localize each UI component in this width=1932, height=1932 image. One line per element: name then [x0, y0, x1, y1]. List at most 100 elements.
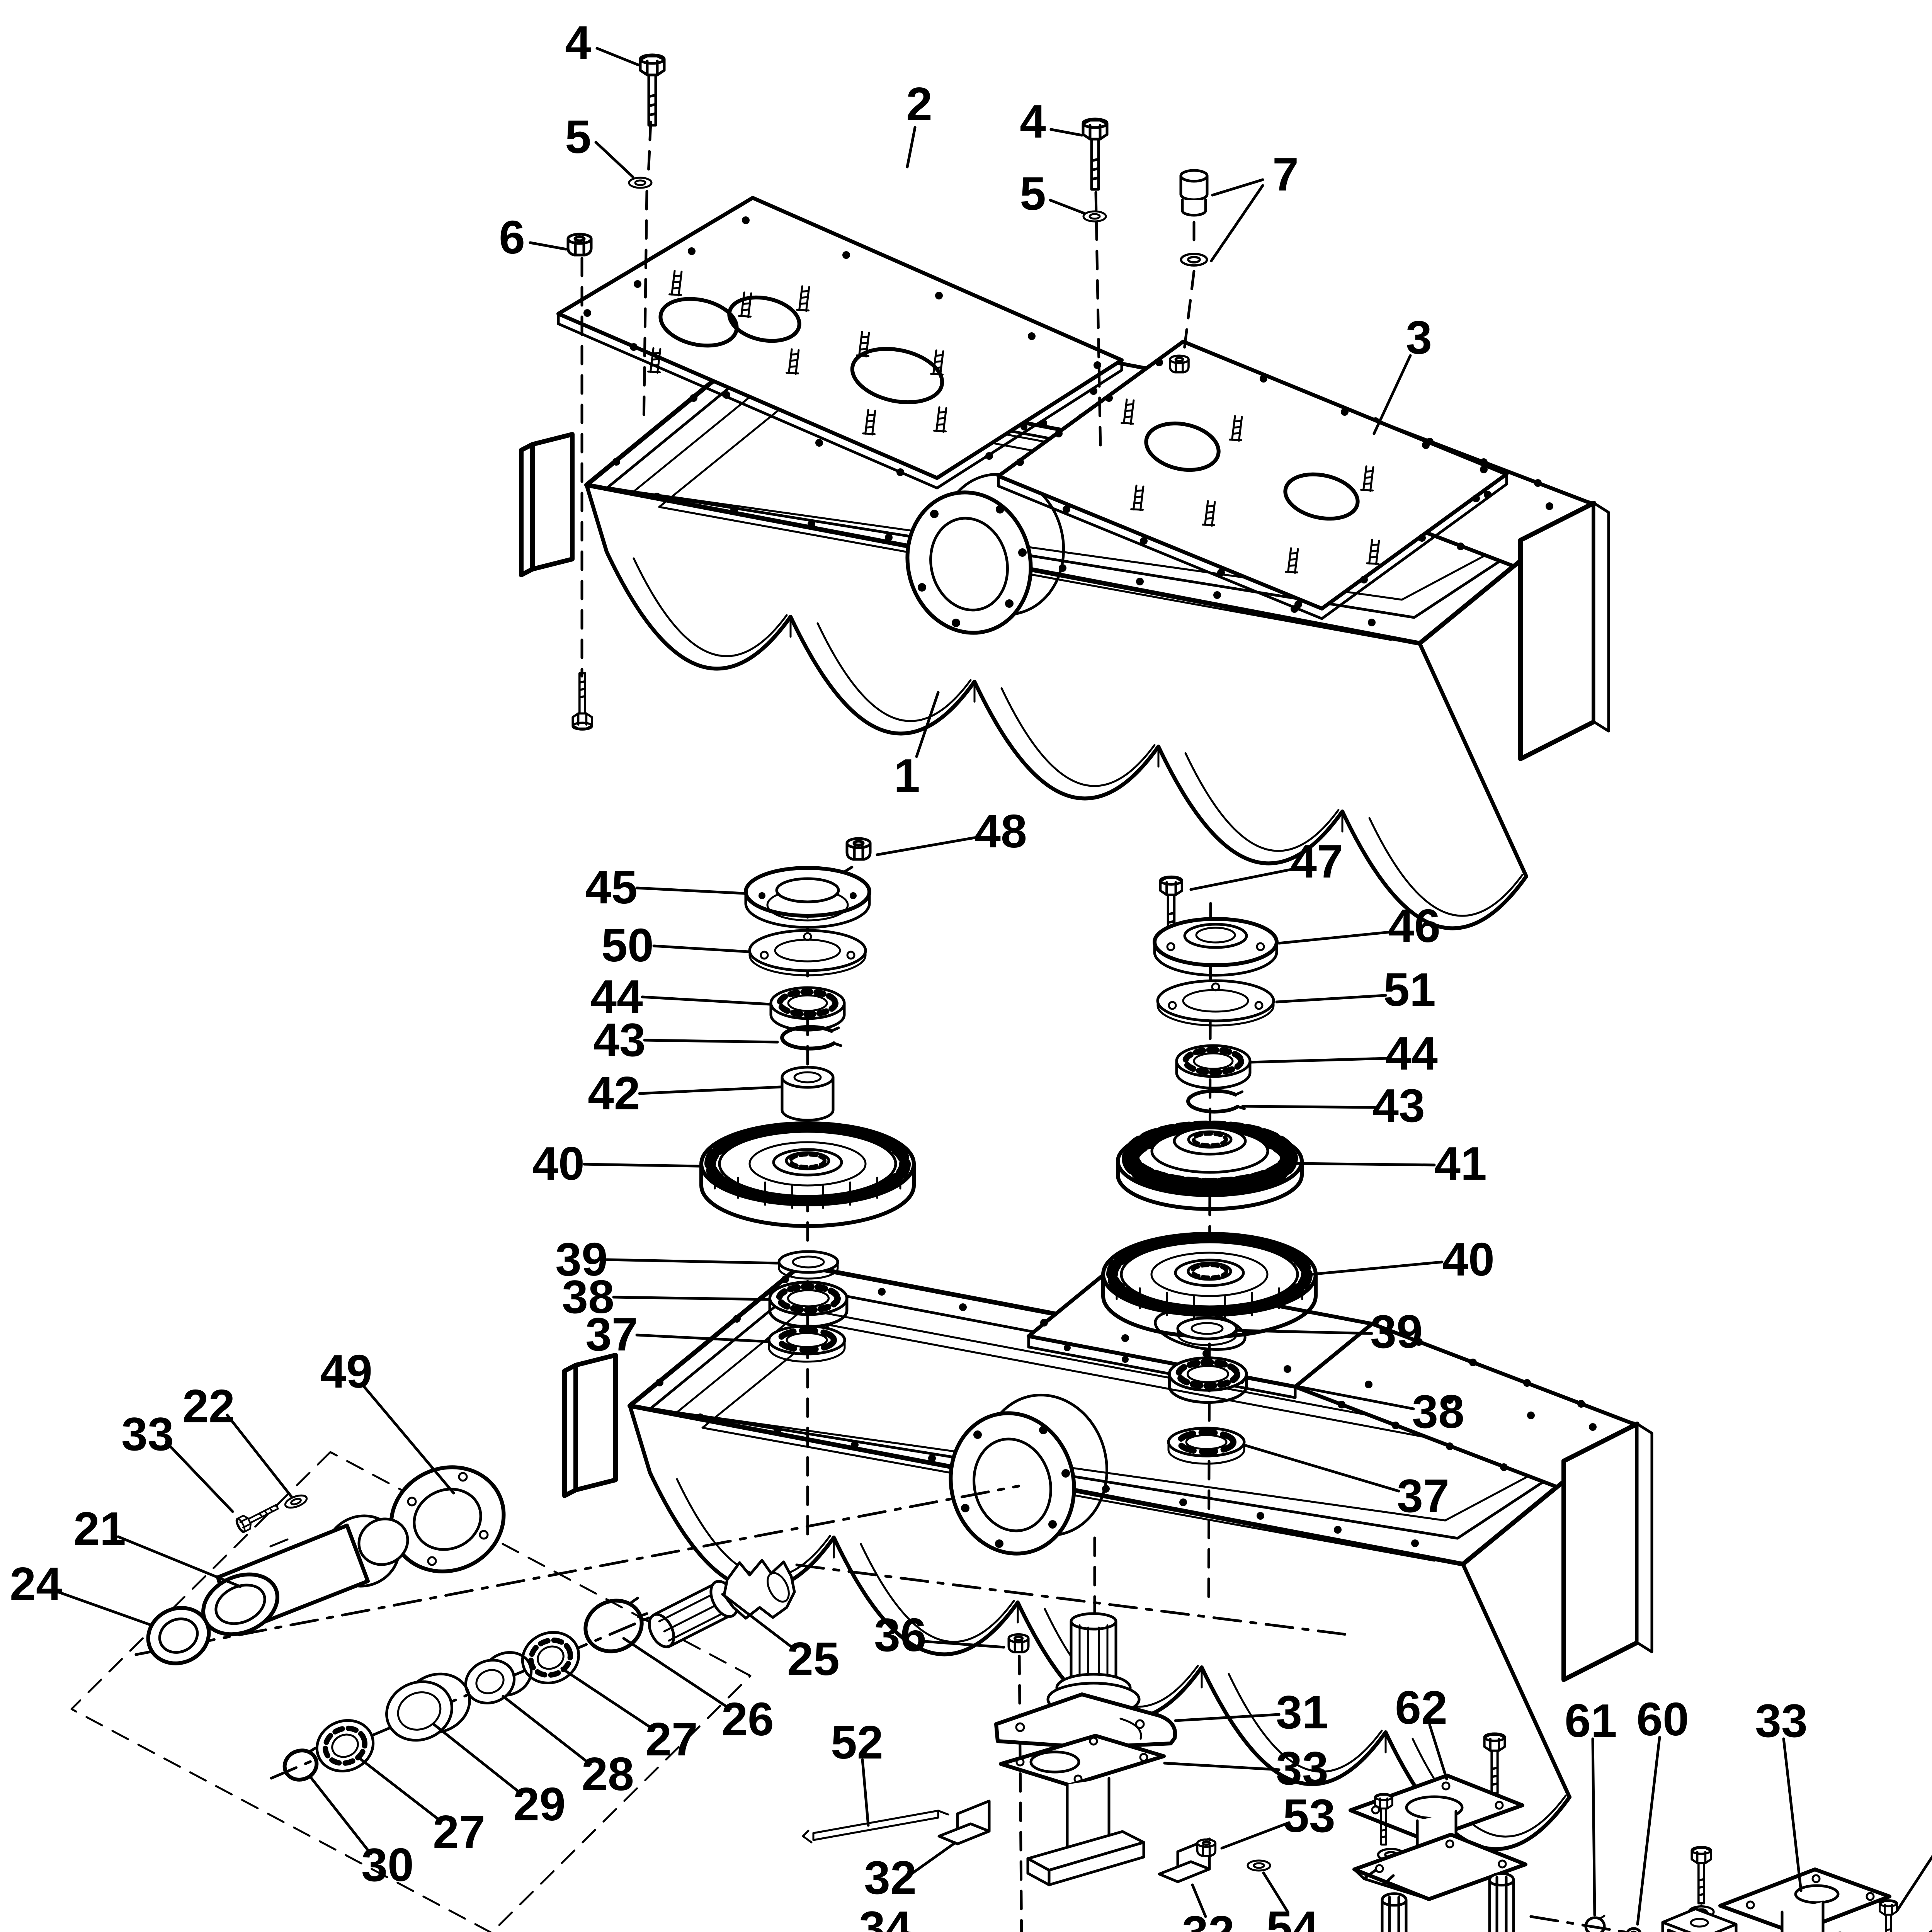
part-30-snap-ring-small: [282, 1747, 319, 1782]
part-label-41: 41: [1434, 1137, 1487, 1190]
part-label-29: 29: [513, 1778, 566, 1830]
part-label-28: 28: [582, 1748, 634, 1800]
part-31-base-channel: [1026, 1830, 1145, 1886]
part-6-nut: [568, 234, 591, 255]
part-44-bearing-right: [1177, 1046, 1250, 1088]
part-label-60: 60: [1636, 1693, 1689, 1745]
part-label-49: 49: [320, 1345, 372, 1398]
part-label-22: 22: [182, 1380, 235, 1432]
part-label-1: 1: [894, 749, 920, 802]
part-41-bevel-gear: [1118, 1127, 1302, 1209]
part-label-45: 45: [585, 861, 638, 913]
part-label-32-a: 32: [864, 1851, 917, 1904]
part-51-gasket: [1158, 981, 1274, 1026]
part-label-25: 25: [787, 1633, 840, 1685]
part-label-30: 30: [361, 1838, 414, 1891]
part-label-47: 47: [1291, 835, 1343, 888]
part-46-bearing-cover: [1155, 919, 1277, 975]
part-label-43-right: 43: [1372, 1079, 1425, 1132]
part-label-53: 53: [1283, 1789, 1335, 1842]
part-label-37-left: 37: [585, 1308, 638, 1361]
part-label-27-b: 27: [645, 1713, 698, 1765]
part-label-27-a: 27: [433, 1806, 485, 1858]
part-21-bearing-housing: [201, 1514, 409, 1636]
part-label-4-b: 4: [1020, 95, 1046, 148]
diagram-line-art: [53, 47, 1932, 1932]
part-label-44-left: 44: [590, 970, 643, 1023]
part-26-snap-ring: [583, 1597, 648, 1653]
leader-lines-left-stack: [583, 886, 782, 1343]
part-3-cover-plate: [997, 340, 1509, 620]
part-label-3: 3: [1406, 311, 1432, 364]
part-49-flange-ring: [389, 1465, 506, 1573]
part-4-bolt-lower-left: [573, 673, 592, 730]
part-52-rod: [802, 1810, 949, 1844]
part-label-40-left: 40: [532, 1137, 585, 1190]
part-label-33-center: 33: [1276, 1742, 1328, 1794]
part-label-4-a: 4: [565, 16, 591, 69]
part-54-washer: [1248, 1861, 1270, 1871]
part-label-38-right: 38: [1412, 1385, 1464, 1438]
part-label-50: 50: [601, 919, 654, 971]
part-label-26: 26: [721, 1693, 774, 1745]
part-label-32-b: 32: [1182, 1906, 1235, 1932]
part-label-6: 6: [499, 211, 525, 264]
part-label-62: 62: [1395, 1681, 1447, 1734]
part-53-nut: [1197, 1840, 1216, 1856]
part-43-circlip-right: [1188, 1091, 1245, 1112]
part-7-plug-and-washer: [1170, 169, 1209, 372]
part-4-bolt-top-left: [640, 55, 664, 125]
part-label-43-left: 43: [593, 1014, 646, 1066]
part-33-plate-right-assembly: [1663, 1847, 1891, 1932]
part-label-39-left: 39: [555, 1233, 608, 1286]
part-24-seal: [146, 1606, 211, 1665]
part-4-bolt-top-right: [1083, 119, 1107, 189]
leader-lines-left-assembly: [53, 1384, 796, 1855]
part-label-44-right: 44: [1385, 1027, 1438, 1080]
leader-lines-right-stack: [1189, 867, 1444, 1493]
part-label-33-right: 33: [1755, 1694, 1808, 1747]
assembly-dashed-lines-top: [580, 121, 1196, 678]
part-label-31: 31: [1276, 1686, 1328, 1738]
part-label-51: 51: [1383, 963, 1436, 1016]
part-label-48: 48: [975, 805, 1027, 857]
callout-labels: 4 5 6 2 4 5 7 3 1 48 45 50 44 43 42 40 3…: [10, 16, 1808, 1932]
part-label-34: 34: [859, 1901, 912, 1932]
part-27-bearing-a: [315, 1719, 375, 1772]
part-42-spacer-bush: [782, 1067, 833, 1120]
part-label-5-b: 5: [1020, 167, 1046, 220]
part-label-39-right: 39: [1370, 1305, 1423, 1358]
part-label-40-right: 40: [1442, 1233, 1495, 1286]
part-label-2: 2: [906, 78, 932, 130]
part-61-clip: [1584, 1915, 1606, 1932]
part-label-36: 36: [874, 1609, 927, 1661]
part-label-24: 24: [10, 1558, 62, 1610]
part-32-bracket-left: [939, 1801, 989, 1844]
part-2-cover-plate: [556, 196, 1124, 490]
leader-lines-center: [861, 1639, 1291, 1932]
part-62-bracket-assembly: [1349, 1734, 1527, 1932]
part-33-plate-center: [999, 1734, 1166, 1787]
part-31-spindle: [994, 1612, 1177, 1749]
part-label-42: 42: [588, 1067, 640, 1119]
part-label-61: 61: [1565, 1694, 1617, 1747]
part-label-21: 21: [73, 1502, 126, 1555]
part-33-bolt-left: [235, 1500, 281, 1533]
part-50-gasket: [750, 930, 866, 975]
leader-lines-right: [1428, 1723, 1932, 1932]
leader-lines-top: [529, 47, 1412, 856]
part-label-46: 46: [1388, 900, 1440, 952]
part-60-washer: [1626, 1927, 1641, 1932]
part-label-38-left: 38: [562, 1270, 614, 1323]
assembly-dashed-lines-center: [1018, 1536, 1096, 1932]
part-label-37-right: 37: [1397, 1469, 1449, 1522]
part-5-washer-top-left: [629, 178, 651, 188]
part-48-nut: [847, 838, 870, 859]
part-36-nut: [1009, 1634, 1029, 1652]
part-label-7: 7: [1272, 148, 1299, 201]
part-25-pinion-shaft: [648, 1559, 796, 1648]
part-29-bushing: [385, 1672, 471, 1742]
part-label-33-left: 33: [121, 1408, 174, 1460]
